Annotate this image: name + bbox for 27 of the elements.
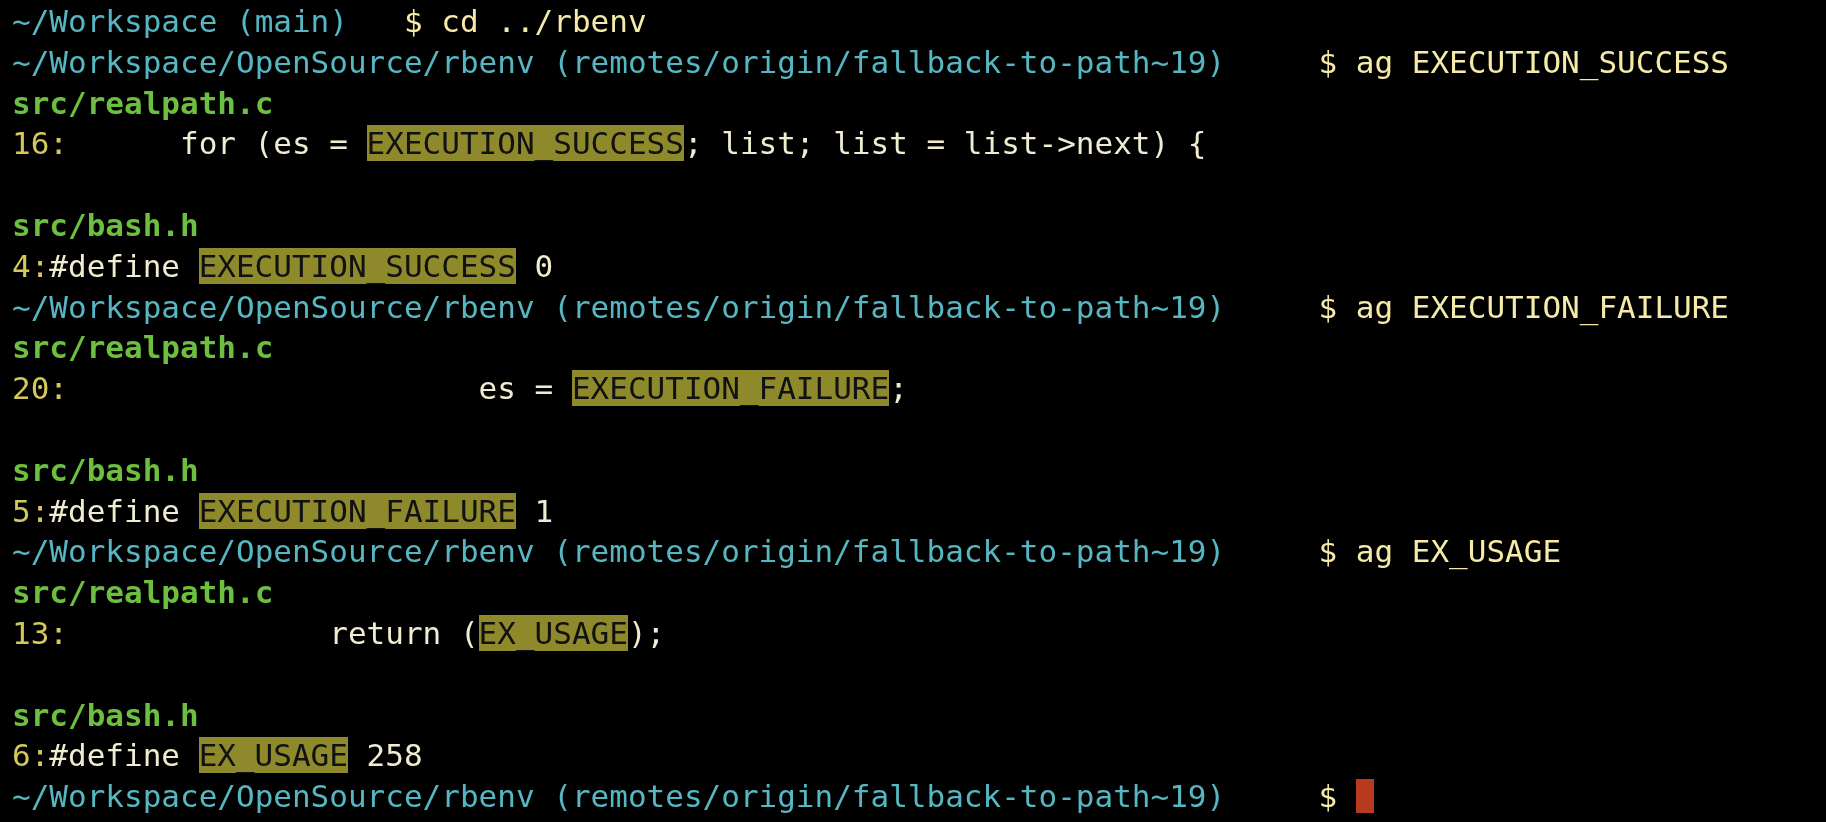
file-name: src/realpath.c xyxy=(12,573,274,613)
command-text: $ xyxy=(1318,777,1338,817)
file-name: src/bash.h xyxy=(12,695,199,735)
line-number: 6: xyxy=(12,736,50,776)
command-text: $ cd ../rbenv xyxy=(403,2,647,41)
code-line: #define EXECUTION_FAILURE 1 xyxy=(49,491,554,531)
code-line: #define EXECUTION_SUCCESS 0 xyxy=(49,246,554,286)
code-line: return (EX_USAGE); xyxy=(329,614,666,653)
prompt-path: ~/Workspace/OpenSource/rbenv (remotes/origin/fallback-to-path~19) xyxy=(12,777,1226,817)
prompt-path: ~/Workspace/OpenSource/rbenv (remotes/origin/fallback-to-path~19) xyxy=(12,42,1226,82)
command-text: $ ag EXECUTION_SUCCESS xyxy=(1318,42,1730,82)
line-number: 20: xyxy=(12,369,68,409)
line-number: 4: xyxy=(12,246,50,286)
line-number: 16: xyxy=(12,124,68,164)
file-name: src/realpath.c xyxy=(12,83,274,123)
command-text: $ ag EX_USAGE xyxy=(1318,532,1562,572)
line-number: 5: xyxy=(12,491,50,531)
code-line: #define EX_USAGE 258 xyxy=(49,736,423,776)
file-name: src/realpath.c xyxy=(12,328,274,368)
code-line: for (es = EXECUTION_SUCCESS; list; list = list->next) { xyxy=(179,124,1207,164)
prompt-path: ~/Workspace/OpenSource/rbenv (remotes/origin/fallback-to-path~19) xyxy=(12,532,1226,572)
line-number: 13: xyxy=(12,614,68,653)
prompt-path: ~/Workspace/OpenSource/rbenv (remotes/origin/fallback-to-path~19) xyxy=(12,287,1226,327)
file-name: src/bash.h xyxy=(12,206,199,245)
file-name: src/bash.h xyxy=(12,450,199,490)
command-text: $ ag EXECUTION_FAILURE xyxy=(1318,287,1730,327)
prompt-path: ~/Workspace (main) xyxy=(12,2,348,41)
